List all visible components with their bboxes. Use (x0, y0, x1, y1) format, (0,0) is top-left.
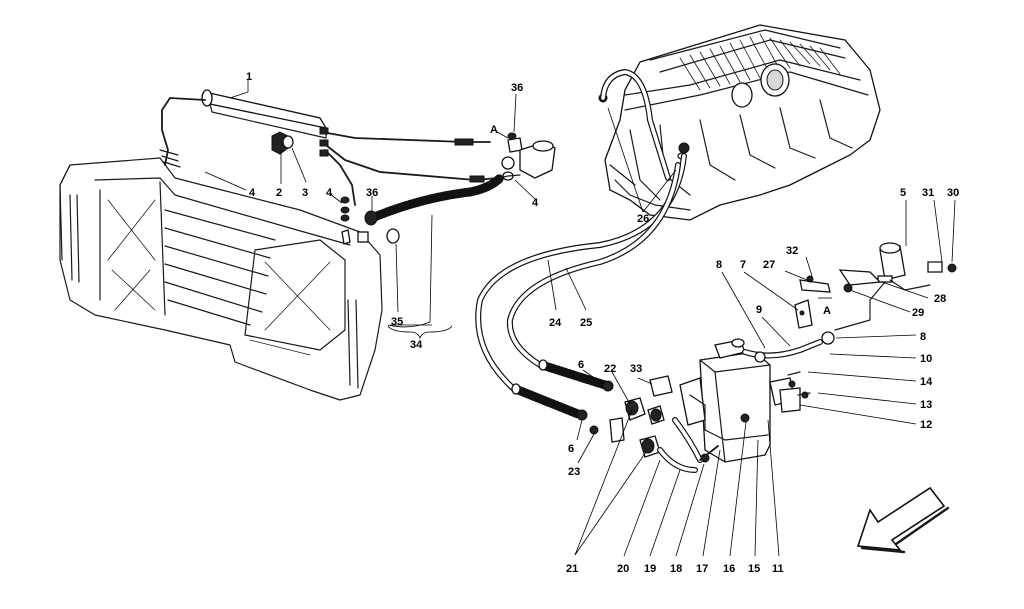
callout-28: 28 (934, 293, 946, 305)
reference-a-right: A (823, 305, 831, 317)
callout-8-top: 8 (716, 259, 722, 271)
arrow-down-left-icon (856, 486, 950, 554)
callout-1: 1 (246, 71, 252, 83)
callout-6-bottom: 6 (568, 443, 574, 455)
callout-18: 18 (670, 563, 682, 575)
callout-25: 25 (580, 317, 592, 329)
vapor-canister-assembly (159, 89, 499, 222)
callout-20: 20 (617, 563, 629, 575)
callout-5: 5 (900, 187, 906, 199)
callout-24: 24 (549, 317, 562, 329)
callout-36-top: 36 (511, 82, 523, 94)
callout-15: 15 (748, 563, 760, 575)
leader-lines (204, 80, 956, 557)
callout-35: 35 (391, 316, 403, 328)
callout-4-right: 4 (532, 197, 539, 209)
callout-4-mid: 4 (326, 187, 333, 199)
callout-labels: 1 2 3 4 4 4 36 36 A 35 34 26 24 25 5 31 … (246, 71, 959, 575)
callout-6-top: 6 (578, 359, 584, 371)
callout-4-left: 4 (249, 187, 256, 199)
callout-10: 10 (920, 353, 932, 365)
callout-31: 31 (922, 187, 934, 199)
callout-3: 3 (302, 187, 308, 199)
callout-16: 16 (723, 563, 735, 575)
fuel-tank (59, 157, 383, 401)
callout-8-right: 8 (920, 331, 926, 343)
reference-a-left: A (490, 124, 498, 136)
callout-34: 34 (410, 339, 423, 351)
callout-23: 23 (568, 466, 580, 478)
callout-11: 11 (772, 563, 784, 575)
solenoid-valve-group (794, 242, 957, 331)
callout-22: 22 (604, 363, 616, 375)
intake-manifold (598, 24, 881, 221)
long-vapor-hoses (475, 68, 687, 421)
callout-21: 21 (566, 563, 578, 575)
callout-26: 26 (637, 213, 649, 225)
callout-33: 33 (630, 363, 642, 375)
callout-19: 19 (644, 563, 656, 575)
callout-36-left: 36 (366, 187, 378, 199)
callout-12: 12 (920, 419, 932, 431)
corrugated-hose (357, 173, 505, 244)
callout-9: 9 (756, 304, 762, 316)
callout-7: 7 (740, 259, 746, 271)
callout-30: 30 (947, 187, 959, 199)
callout-17: 17 (696, 563, 708, 575)
purge-valve-cluster (589, 375, 719, 473)
separator-valve (497, 132, 556, 181)
bracket-34 (387, 325, 453, 340)
callout-32: 32 (786, 245, 798, 257)
callout-29: 29 (912, 307, 924, 319)
evap-canister (679, 338, 811, 463)
callout-27: 27 (763, 259, 775, 271)
callout-2: 2 (276, 187, 282, 199)
callout-14: 14 (920, 376, 933, 388)
callout-13: 13 (920, 399, 932, 411)
canister-top-hose (742, 331, 835, 363)
